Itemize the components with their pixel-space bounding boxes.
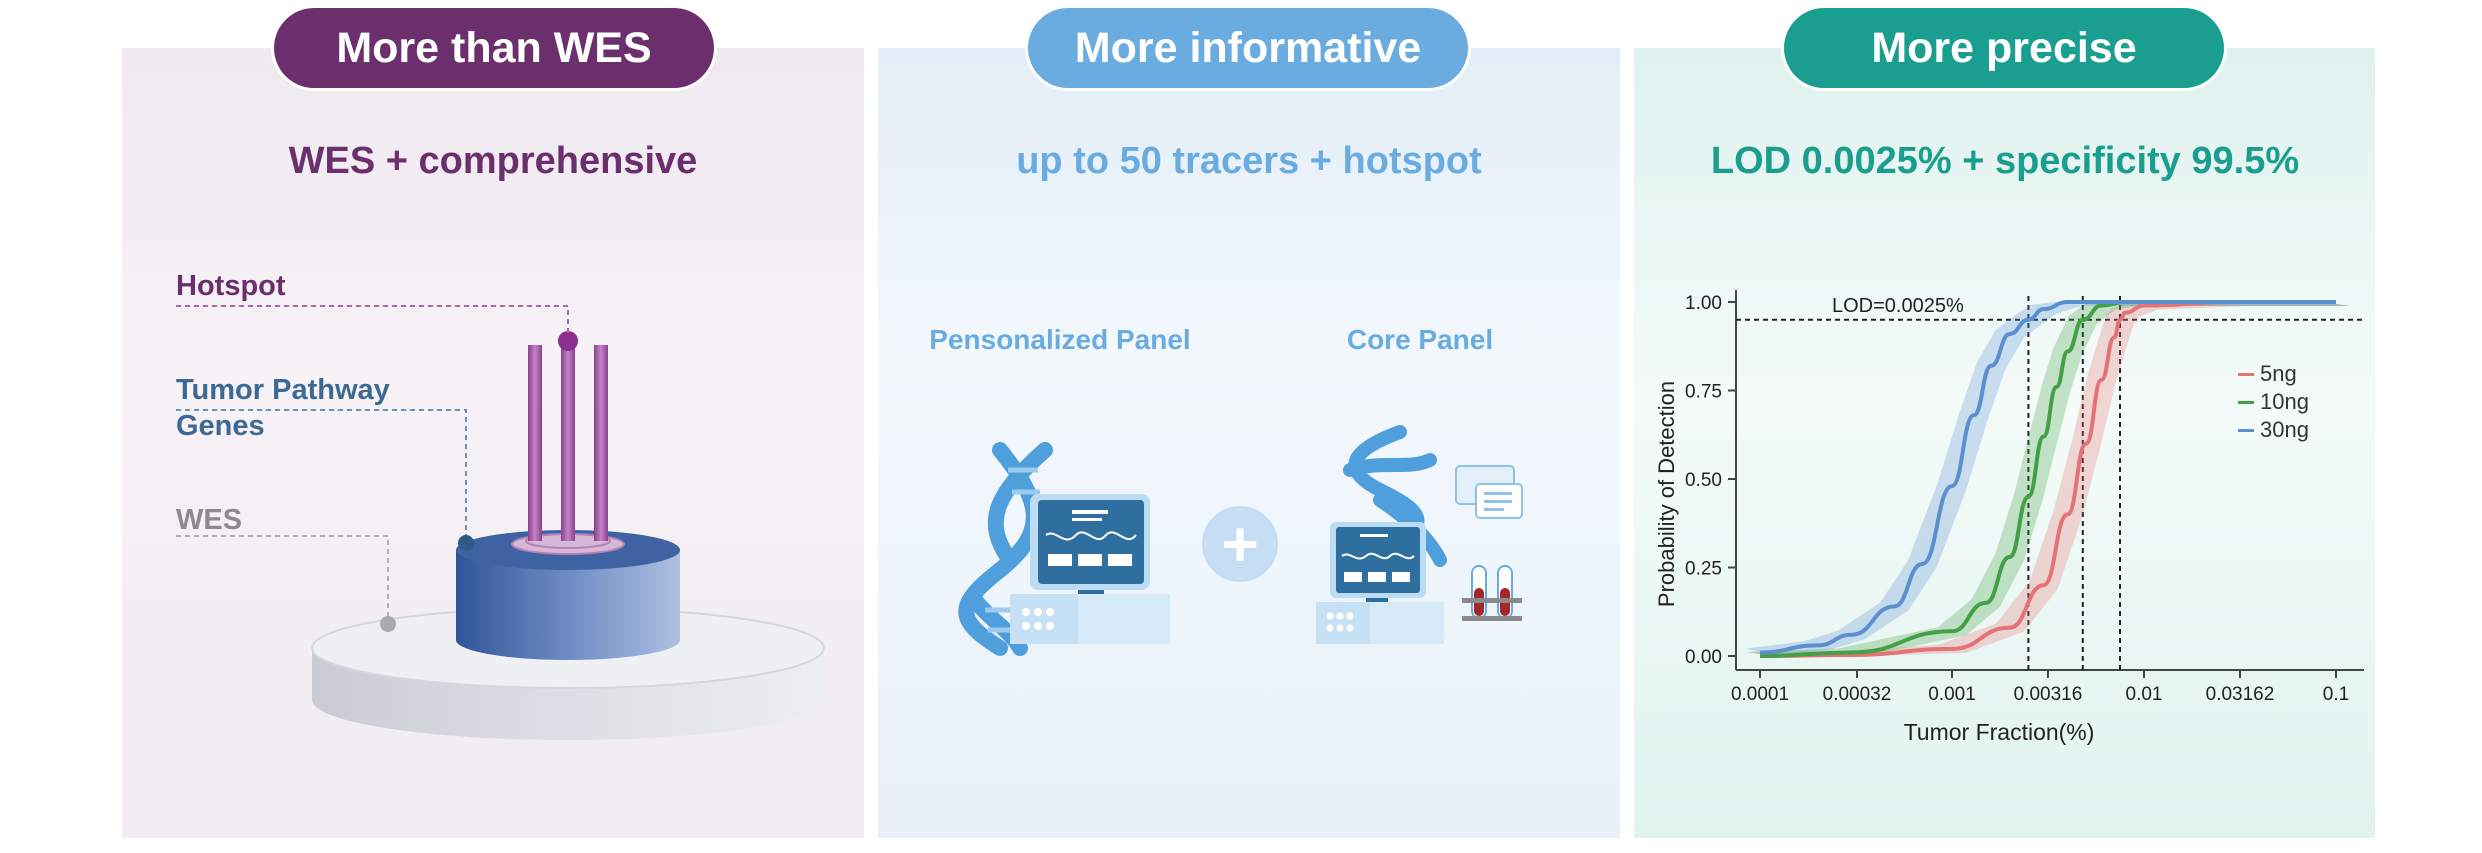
hotspot-connector: [176, 305, 569, 336]
legend-item-5ng: 5ng: [2238, 360, 2309, 388]
legend-label-10ng: 10ng: [2260, 389, 2309, 414]
chart-tick-labels: 0.00 0.25 0.50 0.75 1.00 0.0001 0.00032 0.001 0.…: [1685, 293, 2349, 705]
computer-monitor-icon-2: [1316, 522, 1444, 644]
line-30ng: [1759, 299, 2336, 655]
y-tick-label-2: 0.50: [1685, 470, 1722, 491]
y-tick-label-3: 0.75: [1685, 382, 1722, 403]
header-more-precise: More precise: [1784, 8, 2224, 88]
x-tick-label-4: 0.01: [2126, 684, 2163, 705]
chart-axes: [1735, 290, 2364, 671]
y-tick-label-4: 1.00: [1685, 293, 1722, 314]
subtitle-tracers-hotspot: up to 50 tracers + hotspot: [1016, 140, 1482, 182]
label-tumor-pathway-genes: Tumor Pathway Genes: [176, 374, 390, 442]
band-5ng: [1746, 302, 2350, 656]
label-hotspot: Hotspot: [176, 270, 286, 302]
x-tick-label-1: 0.00032: [1823, 684, 1892, 705]
x-tick-label-5: 0.03162: [2206, 684, 2275, 705]
y-axis-label: Probability of Detection: [1654, 381, 1679, 607]
chart-legend: 5ng 10ng 30ng: [2238, 360, 2309, 444]
band-10ng: [1746, 302, 2350, 656]
wes-connector: [176, 535, 389, 620]
legend-label-5ng: 5ng: [2260, 361, 2297, 386]
y-tick-label-0: 0.00: [1685, 647, 1722, 668]
y-tick-label-1: 0.25: [1685, 559, 1722, 580]
x-tick-label-6: 0.1: [2323, 684, 2349, 705]
x-axis-label: Tumor Fraction(%): [1904, 719, 2095, 745]
chart-confidence-bands: [1746, 302, 2350, 656]
lod-annotation: LOD=0.0025%: [1832, 295, 1964, 317]
band-30ng: [1746, 302, 2350, 656]
legend-label-30ng: 30ng: [2260, 417, 2309, 442]
wes-marker-dot: [380, 616, 396, 632]
header-more-than-wes: More than WES: [274, 8, 714, 88]
chart-series-lines: [1759, 299, 2336, 658]
x-tick-label-3: 0.00316: [2014, 684, 2083, 705]
line-5ng: [1759, 299, 2336, 658]
legend-item-10ng: 10ng: [2238, 388, 2309, 416]
subtitle-lod-specificity: LOD 0.0025% + specificity 99.5%: [1710, 140, 2300, 182]
header-more-informative: More informative: [1028, 8, 1468, 88]
label-core-panel: Core Panel: [1346, 324, 1494, 355]
line-10ng: [1759, 299, 2336, 658]
document-cards-icon: [1455, 465, 1523, 519]
hotspot-rods: [528, 331, 608, 541]
computer-monitor-icon: [1010, 494, 1170, 644]
test-tubes-icon: [1462, 565, 1522, 621]
label-wes: WES: [176, 504, 243, 536]
x-tick-label-2: 0.001: [1928, 684, 1976, 705]
label-personalized-panel: Pensonalized Panel: [929, 324, 1191, 355]
tumor-marker-dot: [458, 535, 474, 551]
plus-circle: [1202, 506, 1278, 582]
plus-symbol: +: [1221, 508, 1259, 580]
panel-more-precise: [1634, 48, 2375, 838]
legend-item-30ng: 30ng: [2238, 416, 2309, 444]
tumor-connector: [176, 409, 467, 540]
x-tick-label-0: 0.0001: [1731, 684, 1789, 705]
subtitle-wes-comprehensive: WES + comprehensive: [288, 140, 698, 182]
